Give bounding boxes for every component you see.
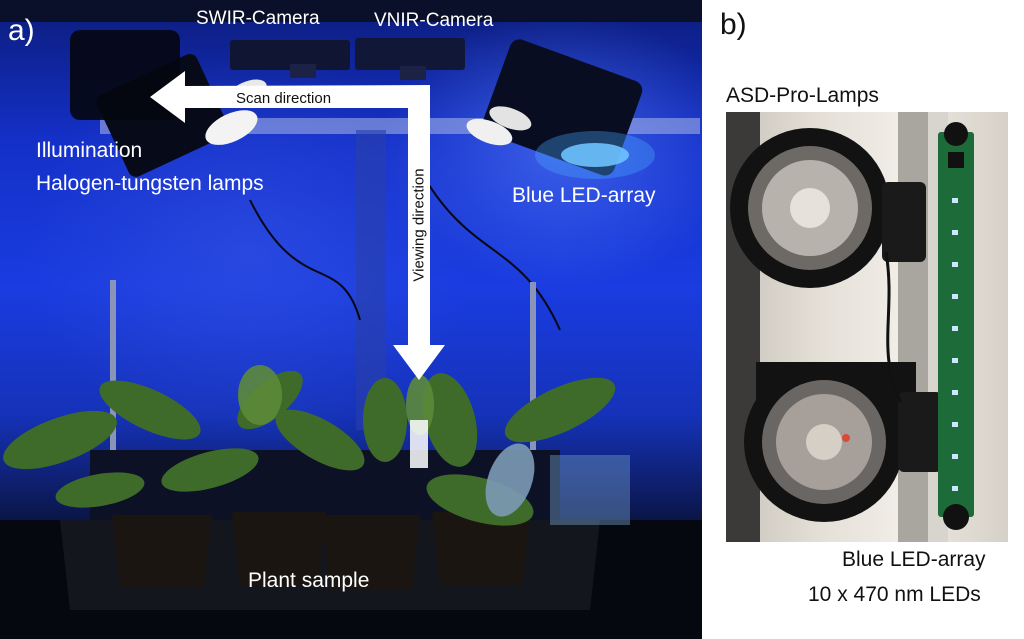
swir-camera-body [230, 40, 350, 70]
white-reference [410, 420, 428, 468]
panel-b-label: b) [720, 8, 747, 41]
plant-pot [232, 512, 326, 586]
viewing-direction-label: Viewing direction [410, 168, 428, 282]
cable [419, 169, 561, 331]
plant-sample-label: Plant sample [248, 569, 370, 592]
vnir-camera-lens [400, 66, 426, 80]
scan-direction-label: Scan direction [236, 90, 332, 107]
panel-a-label: a) [8, 14, 35, 47]
lamp-cable [884, 251, 903, 403]
direction-arrows [150, 71, 445, 380]
illumination-label: Illumination [36, 139, 143, 162]
aluminium-rail [898, 112, 928, 542]
setup-scene [0, 0, 702, 639]
lamp-scene [726, 112, 974, 542]
frame-top-beam [0, 0, 702, 22]
support-rod-right [530, 282, 536, 472]
cable [249, 199, 361, 321]
swir-camera-lens [290, 64, 316, 78]
halogen-lamps-label: Halogen-tungsten lamps [36, 172, 264, 195]
plant-pot [432, 512, 530, 586]
vnir-camera-body [355, 38, 465, 70]
reflective-target [550, 455, 630, 525]
led-driver-chip [948, 152, 964, 168]
asd-pro-lamps-label: ASD-Pro-Lamps [726, 84, 879, 107]
lamp-lower-mount [898, 392, 942, 472]
right-lamp-housing [466, 39, 643, 176]
vnir-camera-label: VNIR-Camera [374, 10, 494, 31]
led-spec-caption: 10 x 470 nm LEDs [808, 583, 981, 606]
led-elements [952, 198, 958, 491]
support-rod-left [110, 280, 116, 460]
imaging-setup-photo: a) SWIR-Camera VNIR-Camera Scan directio… [0, 0, 702, 639]
swir-camera-label: SWIR-Camera [196, 8, 320, 29]
blue-led-array-caption: Blue LED-array [842, 548, 986, 571]
plant-pot [112, 515, 212, 588]
led-board [938, 132, 974, 517]
blue-led-glow [561, 143, 629, 167]
lamp-detail-panel: b) ASD-Pro-Lamps [704, 0, 1024, 639]
blue-led-array-label: Blue LED-array [512, 184, 656, 207]
plant-pot [322, 515, 420, 590]
lamp-upper-mount [882, 182, 926, 262]
lamp-photo [726, 112, 1008, 542]
